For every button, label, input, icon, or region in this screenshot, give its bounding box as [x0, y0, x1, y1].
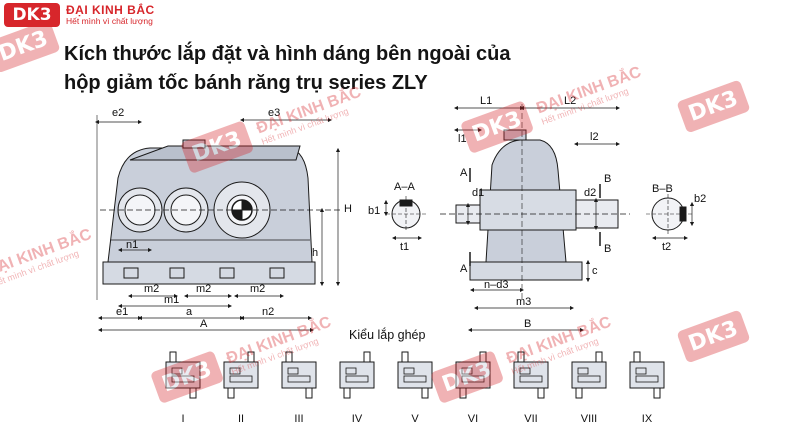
mounting-title: Kiểu lắp ghép: [349, 328, 426, 342]
logo-text: ĐẠI KINH BẮC Hết mình vì chất lượng: [66, 2, 155, 27]
mounting-type-label: VIII: [581, 413, 598, 425]
label-l1: l1: [458, 133, 467, 145]
brand-logo: DK3 ĐẠI KINH BẮC Hết mình vì chất lượng: [4, 3, 155, 27]
label-h: h: [312, 247, 318, 259]
label-L1: L1: [480, 95, 492, 107]
label-m2-1: m2: [144, 283, 159, 295]
side-view: [440, 104, 630, 333]
mounting-type: IV: [339, 351, 375, 425]
label-e3: e3: [268, 107, 280, 119]
mounting-type-label: I: [181, 413, 184, 425]
page-title: Kích thước lắp đặt và hình dáng bên ngoà…: [64, 40, 624, 98]
label-B: B: [524, 318, 531, 330]
side-view-labels: L1 L2 l1 l2 d1 d2 A A B B c n–d3 m3 B: [458, 95, 611, 330]
label-B-bottom: B: [604, 243, 611, 255]
label-n1: n1: [126, 239, 138, 251]
label-n2: n2: [262, 306, 274, 318]
mounting-type-label: VII: [524, 413, 537, 425]
mounting-type: I: [165, 351, 201, 425]
mounting-type-label: II: [238, 413, 244, 425]
mounting-type-label: IX: [642, 413, 653, 425]
logo-slogan: Hết mình vì chất lượng: [66, 15, 153, 26]
label-e2: e2: [112, 107, 124, 119]
label-b2: b2: [694, 193, 706, 205]
title-line-2: hộp giảm tốc bánh răng trụ series ZLY: [64, 72, 428, 94]
logo-name: ĐẠI KINH BẮC: [66, 2, 155, 17]
section-aa: [383, 196, 428, 241]
title-line-1: Kích thước lắp đặt và hình dáng bên ngoà…: [64, 43, 511, 65]
label-B-top: B: [604, 173, 611, 185]
label-t1: t1: [400, 241, 409, 253]
mounting-type: VI: [455, 351, 491, 425]
label-e1: e1: [116, 306, 128, 318]
label-m2-2: m2: [196, 283, 211, 295]
mounting-type: II: [223, 351, 259, 425]
label-t2: t2: [662, 241, 671, 253]
label-a: a: [186, 306, 193, 318]
mounting-type: V: [397, 351, 433, 425]
label-l2: l2: [590, 131, 599, 143]
mounting-type: IX: [629, 351, 665, 425]
mounting-type: VII: [513, 351, 549, 425]
label-d2: d2: [584, 187, 596, 199]
section-bb: [646, 194, 695, 241]
label-A-top: A: [460, 167, 468, 179]
label-c: c: [592, 265, 598, 277]
front-view: [94, 115, 341, 333]
mounting-type-label: VI: [468, 413, 478, 425]
mounting-type-label: IV: [352, 413, 363, 425]
front-view-labels: e2 e3 H h n1 m2 m2 m2 m1 e1 a n2 A: [112, 107, 352, 330]
label-m2-3: m2: [250, 283, 265, 295]
label-b1: b1: [368, 205, 380, 217]
section-aa-title: A–A: [394, 181, 415, 193]
label-H: H: [344, 203, 352, 215]
section-bb-title: B–B: [652, 183, 673, 195]
mounting-type: III: [281, 351, 317, 425]
label-n-d3: n–d3: [484, 279, 508, 291]
logo-mark: DK3: [4, 3, 60, 27]
label-m1: m1: [164, 294, 179, 306]
label-A-bottom: A: [460, 263, 468, 275]
label-L2: L2: [564, 95, 576, 107]
label-A: A: [200, 318, 208, 330]
mounting-type: VIII: [571, 351, 607, 425]
mounting-type-label: III: [294, 413, 303, 425]
label-d1: d1: [472, 187, 484, 199]
mounting-type-label: V: [411, 413, 419, 425]
label-m3: m3: [516, 296, 531, 308]
